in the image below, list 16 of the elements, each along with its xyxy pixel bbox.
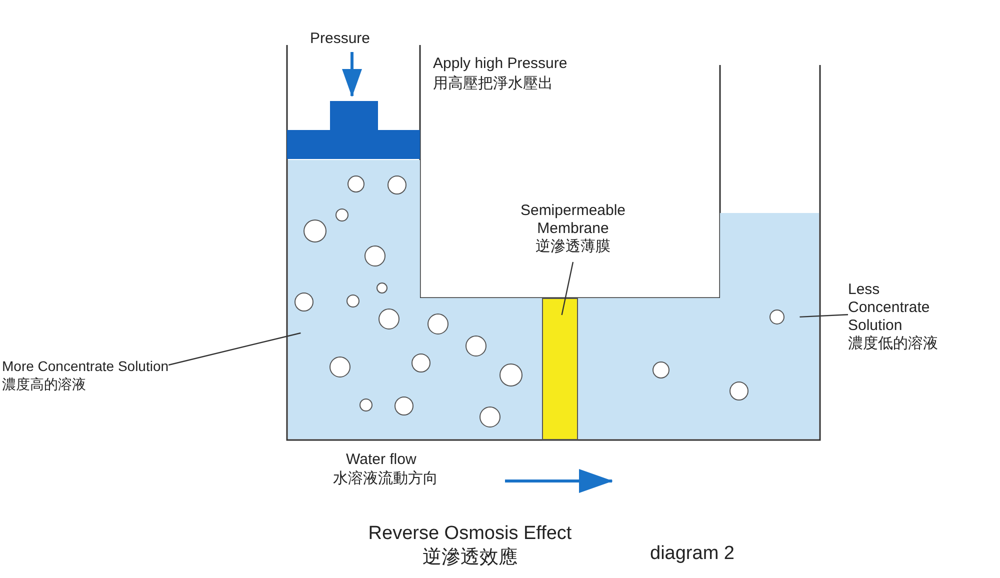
flow-label: Water flow — [346, 451, 416, 469]
callout-label-chinese: 濃度高的溶液 — [2, 375, 86, 393]
callout-label-chinese: 濃度低的溶液 — [848, 335, 939, 353]
annotation-text: Apply high Pressure — [433, 55, 568, 73]
figure-number: diagram 2 — [650, 545, 734, 563]
leader-line — [800, 314, 848, 318]
callout-label: Semipermeable Membrane — [519, 202, 627, 238]
pressure-label: Pressure — [310, 30, 370, 48]
leader-line — [168, 332, 301, 366]
flow-label: 水溶液流動方向 — [333, 470, 438, 488]
callout-label-chinese: 逆滲透薄膜 — [534, 238, 612, 256]
callout-label: Less Concentrate Solution — [848, 281, 931, 335]
leader-line — [561, 262, 574, 316]
figure-title: Reverse Osmosis Effect 逆滲透效應 — [367, 522, 573, 570]
annotation-text: 用高壓把淨水壓出 — [433, 75, 553, 93]
callout-label: More Concentrate Solution — [2, 357, 169, 375]
